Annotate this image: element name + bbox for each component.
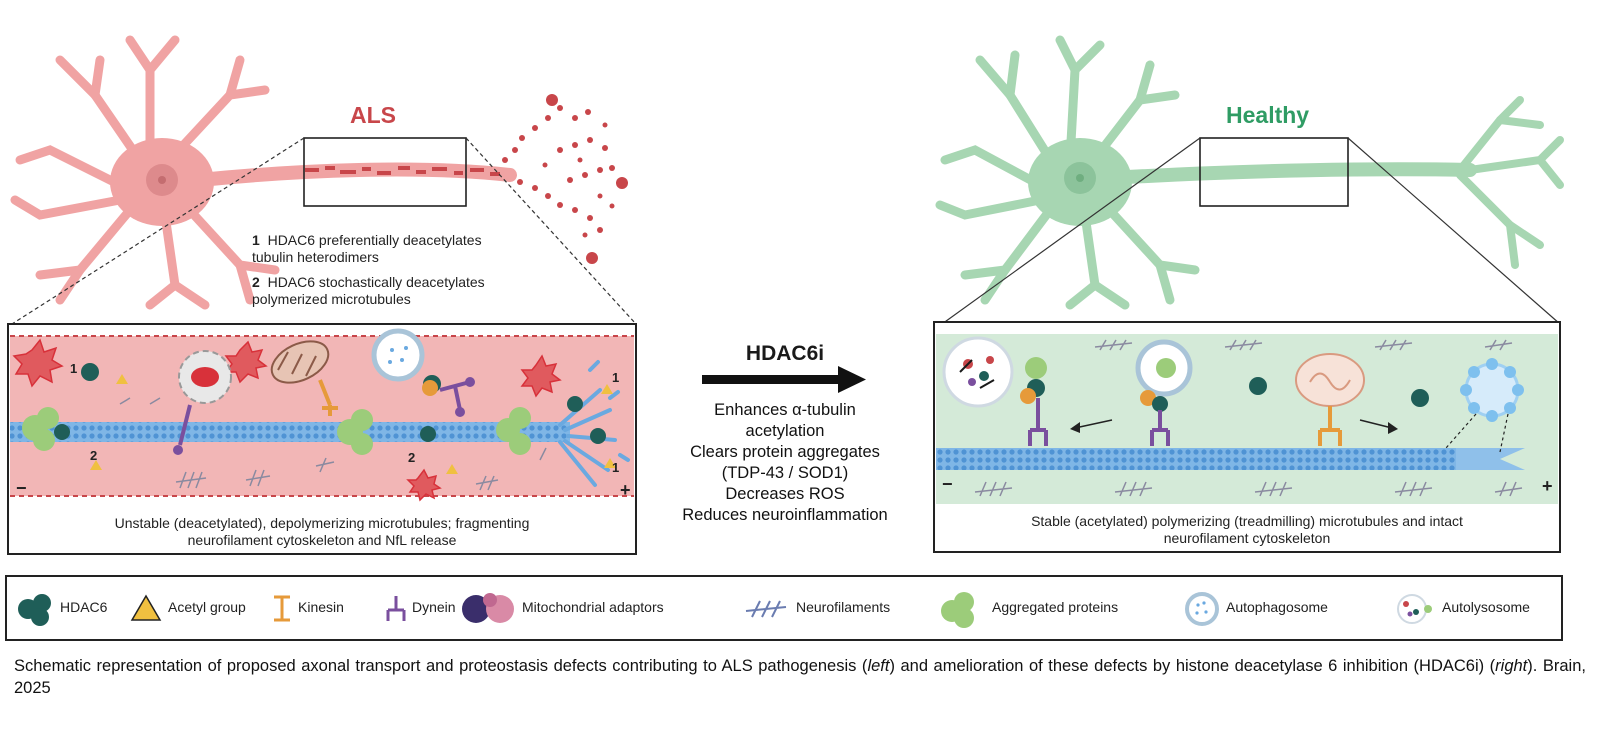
als-note-1: 1 HDAC6 preferentially deacetylates tubu… xyxy=(252,232,482,266)
legend-label-autophagosome: Autophagosome xyxy=(1226,599,1328,615)
als-plus-end: + xyxy=(620,480,631,500)
als-note-1-number: 1 xyxy=(252,232,260,248)
als-title: ALS xyxy=(350,102,396,128)
effect-line-1: Enhances α-tubulin xyxy=(714,401,856,419)
als-note-1-cont: tubulin heterodimers xyxy=(252,249,379,265)
als-hdac6-molecules xyxy=(54,363,606,444)
als-marker-2b: 2 xyxy=(408,450,415,465)
als-marker-2: 2 xyxy=(90,448,97,463)
healthy-autophagosome-transport xyxy=(1135,339,1193,446)
healthy-panel-caption-line1: Stable (acetylated) polymerizing (treadm… xyxy=(1031,513,1463,529)
healthy-zoom-line-left xyxy=(941,137,1201,325)
als-autophagosome xyxy=(371,328,475,417)
als-marker-1c: 1 xyxy=(612,460,619,475)
hdac6i-arrow xyxy=(702,366,866,393)
effect-line-5: Decreases ROS xyxy=(725,485,845,503)
als-acetyl-groups xyxy=(90,374,616,474)
als-axon-fragments xyxy=(305,94,628,264)
autophagosome-icon xyxy=(1185,592,1219,626)
healthy-panel xyxy=(933,321,1561,553)
healthy-panel-caption-line2: neurofilament cytoskeleton xyxy=(1163,530,1331,546)
figure-caption: Schematic representation of proposed axo… xyxy=(14,655,1586,699)
hdac6i-effects: Enhances α-tubulin acetylation Clears pr… xyxy=(640,400,930,526)
als-neurofilament-fragments xyxy=(119,397,547,491)
healthy-autolysosome xyxy=(942,336,1014,408)
effect-line-2: acetylation xyxy=(745,422,825,440)
als-note-1-text: HDAC6 preferentially deacetylates xyxy=(267,232,482,248)
healthy-mitochondrion-transport xyxy=(1295,353,1398,446)
als-zoom-line-left xyxy=(11,137,305,325)
legend-label-hdac6: HDAC6 xyxy=(60,599,108,615)
healthy-autophagosome-large xyxy=(1445,358,1524,453)
als-depolymerizing-end xyxy=(558,360,630,487)
healthy-dynein-transport-left xyxy=(1020,357,1113,446)
als-marker-1: 1 xyxy=(70,361,77,376)
als-ros xyxy=(12,338,562,502)
hdac6i-label: HDAC6i xyxy=(745,342,825,365)
healthy-panel-caption: Stable (acetylated) polymerizing (treadm… xyxy=(936,513,1558,547)
kinesin-icon xyxy=(274,595,290,622)
als-note-2-cont: polymerized microtubules xyxy=(252,291,411,307)
als-note-2-text: HDAC6 stochastically deacetylates xyxy=(267,274,485,290)
hdac6-icon xyxy=(18,594,51,626)
caption-right: right xyxy=(1495,657,1528,675)
healthy-zoom-line-right xyxy=(1347,137,1561,325)
als-note-2-number: 2 xyxy=(252,274,260,290)
healthy-treadmilling-end xyxy=(1456,448,1525,470)
legend-label-neurofilaments: Neurofilaments xyxy=(796,599,891,615)
als-zoom-box xyxy=(303,137,467,207)
legend-label-acetyl-group: Acetyl group xyxy=(168,599,246,615)
neurofilaments-icon xyxy=(745,600,787,618)
als-panel-caption: Unstable (deacetylated), depolymerizing … xyxy=(10,515,634,549)
effect-line-3: Clears protein aggregates xyxy=(690,443,880,461)
caption-part-2: ) and amelioration of these defects by h… xyxy=(889,657,1496,675)
healthy-neurofilaments xyxy=(974,339,1523,497)
healthy-microtubule xyxy=(936,448,1456,470)
caption-left: left xyxy=(867,657,890,675)
als-damaged-mitochondrion xyxy=(173,350,232,455)
legend-label-aggregated-proteins: Aggregated proteins xyxy=(992,599,1119,615)
effect-line-6: Reduces neuroinflammation xyxy=(682,506,888,524)
mitochondrial-adaptors-icon xyxy=(462,593,514,623)
effect-line-4: (TDP-43 / SOD1) xyxy=(721,464,849,482)
legend-label-kinesin: Kinesin xyxy=(298,599,344,615)
als-aggregates xyxy=(22,407,531,455)
healthy-neuron xyxy=(935,35,1564,310)
healthy-title: Healthy xyxy=(1226,102,1310,128)
autolysosome-icon xyxy=(1397,594,1432,624)
caption-part-1: Schematic representation of proposed axo… xyxy=(14,657,868,675)
als-panel-caption-line1: Unstable (deacetylated), depolymerizing … xyxy=(114,515,530,531)
als-note-2: 2 HDAC6 stochastically deacetylates poly… xyxy=(252,274,485,308)
als-minus-end: − xyxy=(16,478,27,498)
aggregated-proteins-icon xyxy=(941,592,974,628)
dynein-icon xyxy=(386,596,406,621)
acetyl-group-icon xyxy=(130,594,162,621)
healthy-zoom-box xyxy=(1199,137,1349,207)
healthy-plus-end: + xyxy=(1542,476,1553,496)
legend-label-dynein: Dynein xyxy=(412,599,456,615)
als-mitochondrion xyxy=(270,340,338,416)
als-panel-caption-line2: neurofilament cytoskeleton and NfL relea… xyxy=(187,532,457,548)
healthy-hdac6-molecules xyxy=(1249,377,1429,407)
healthy-minus-end: − xyxy=(942,474,953,494)
als-panel xyxy=(7,323,637,555)
als-microtubule xyxy=(10,422,570,442)
legend-label-autolysosome: Autolysosome xyxy=(1442,599,1530,615)
legend-label-mitochondrial-adaptors: Mitochondrial adaptors xyxy=(522,599,664,615)
caption-part-3: ). Brain, 2025 xyxy=(14,657,1586,697)
als-marker-1b: 1 xyxy=(612,370,619,385)
